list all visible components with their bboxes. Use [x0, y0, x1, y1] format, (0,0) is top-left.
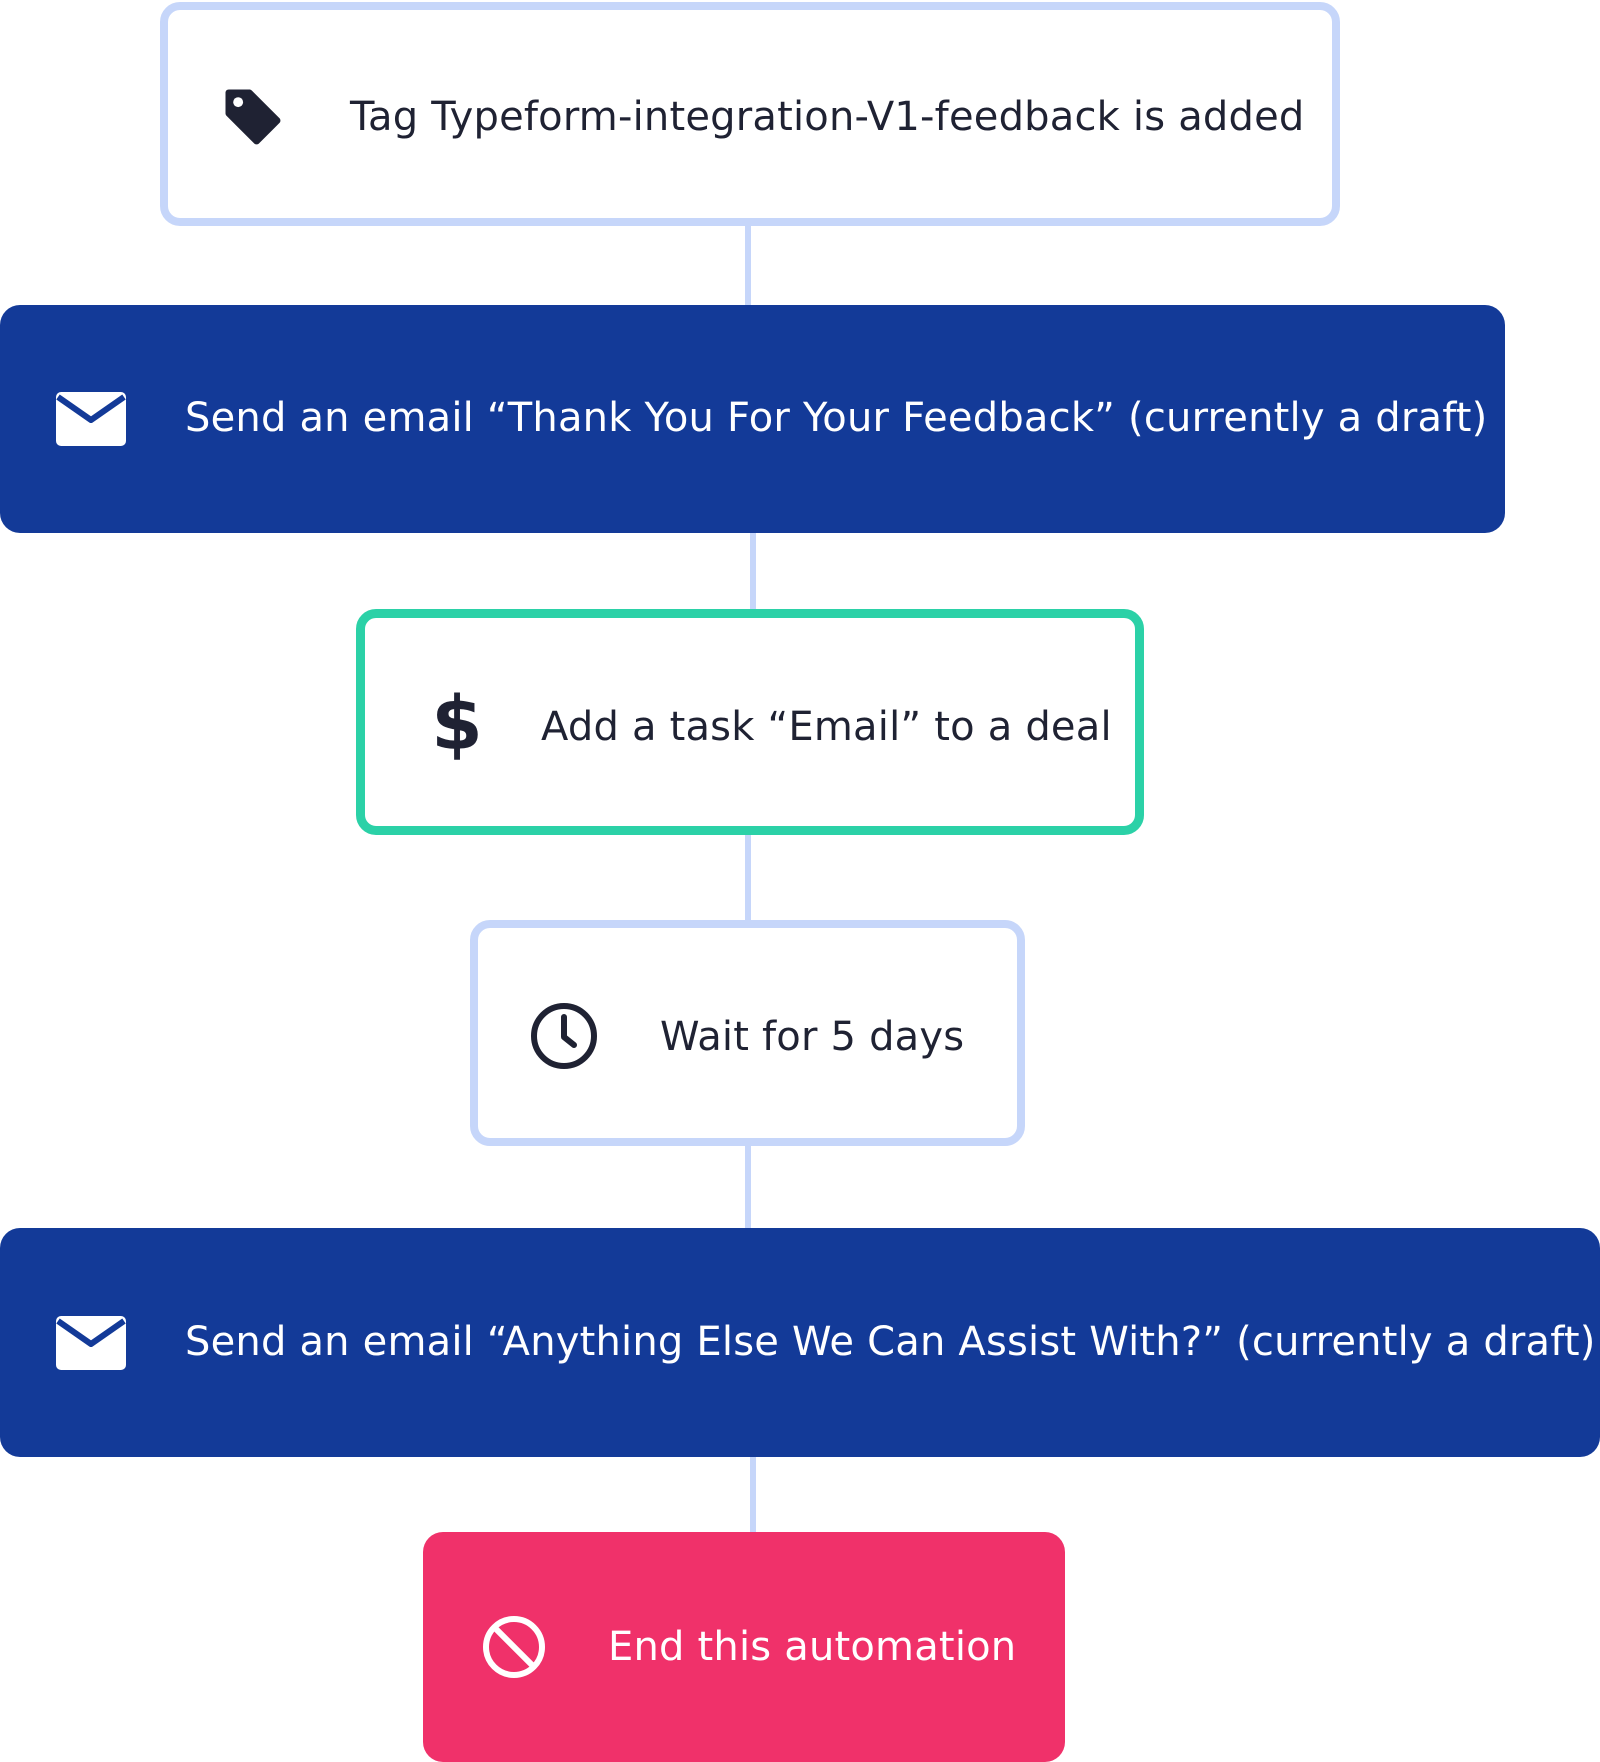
dollar-icon: $ [431, 681, 483, 767]
send-email-assist-node[interactable]: Send an email “Anything Else We Can Assi… [0, 1228, 1600, 1457]
end-automation-label: End this automation [608, 1624, 1017, 1670]
connector-line [750, 1454, 756, 1534]
connector-line [745, 1142, 751, 1230]
wait-label: Wait for 5 days [660, 1014, 965, 1060]
trigger-tag-added-node[interactable]: Tag Typeform-integration-V1-feedback is … [160, 2, 1340, 226]
connector-line [750, 530, 756, 610]
tag-icon [218, 82, 288, 152]
send-email-label: Send an email “Thank You For Your Feedba… [185, 395, 1488, 441]
ban-icon [481, 1614, 547, 1680]
wait-node[interactable]: Wait for 5 days [470, 920, 1025, 1146]
add-task-label: Add a task “Email” to a deal [541, 704, 1112, 750]
envelope-icon [56, 391, 126, 447]
trigger-label: Tag Typeform-integration-V1-feedback is … [350, 94, 1305, 140]
envelope-icon [56, 1315, 126, 1371]
send-email-label: Send an email “Anything Else We Can Assi… [185, 1319, 1596, 1365]
connector-line [745, 222, 751, 306]
connector-line [745, 832, 751, 924]
clock-icon [528, 1000, 600, 1072]
add-task-to-deal-node[interactable]: $ Add a task “Email” to a deal [356, 609, 1144, 835]
send-email-thank-you-node[interactable]: Send an email “Thank You For Your Feedba… [0, 305, 1505, 533]
end-automation-node[interactable]: End this automation [423, 1532, 1065, 1762]
